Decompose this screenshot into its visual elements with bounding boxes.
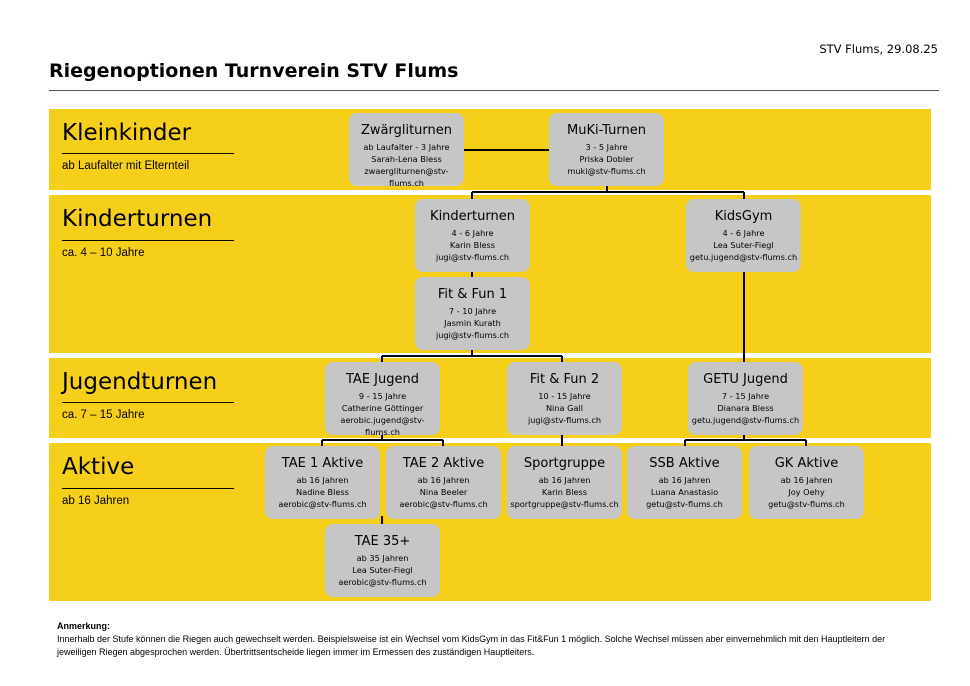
- group-leader: Sarah-Lena Bless: [371, 154, 442, 164]
- group-email: jugi@stv-flums.ch: [527, 415, 602, 425]
- group-age: 7 - 15 Jahre: [721, 391, 770, 401]
- group-email: getu.jugend@stv-flums.ch: [691, 415, 800, 425]
- group-name: Fit & Fun 2: [529, 372, 600, 387]
- level-title: Kinderturnen: [62, 206, 213, 232]
- level-age: ab Laufalter mit Elternteil: [62, 160, 190, 172]
- group-box-tae-1-aktive: TAE 1 Aktive ab 16 Jahren Nadine Bless a…: [265, 446, 380, 519]
- group-leader: Jasmin Kurath: [444, 318, 501, 328]
- level-underline: [62, 240, 234, 241]
- header-date: STV Flums, 29.08.25: [819, 42, 938, 56]
- group-age: 9 - 15 Jahre: [358, 391, 407, 401]
- group-age: 4 - 6 Jahre: [722, 228, 765, 238]
- level-age: ab 16 Jahren: [62, 495, 130, 507]
- group-box-fit-fun-2: Fit & Fun 2 10 - 15 Jahre Nina Gall jugi…: [507, 362, 622, 435]
- group-name: KidsGym: [714, 209, 773, 224]
- group-box-fit-fun-1: Fit & Fun 1 7 - 10 Jahre Jasmin Kurath j…: [415, 277, 530, 350]
- group-age: ab 16 Jahren: [538, 475, 591, 485]
- group-leader: Priska Dobler: [579, 154, 634, 164]
- group-name: Sportgruppe: [523, 456, 606, 471]
- group-email: getu.jugend@stv-flums.ch: [689, 252, 798, 262]
- group-leader: Joy Oehy: [788, 487, 825, 497]
- group-name: TAE Jugend: [346, 372, 419, 387]
- group-name: TAE 35+: [354, 534, 411, 549]
- group-leader: Catherine Göttinger: [341, 403, 424, 413]
- group-age: ab 35 Jahren: [356, 553, 409, 563]
- group-leader: Nina Beeler: [419, 487, 468, 497]
- group-age: ab 16 Jahren: [296, 475, 349, 485]
- group-email: jugi@stv-flums.ch: [435, 252, 510, 262]
- group-box-getu-jugend: GETU Jugend 7 - 15 Jahre Dianara Bless g…: [688, 362, 803, 435]
- group-name: TAE 2 Aktive: [402, 456, 485, 471]
- group-leader: Nina Gall: [545, 403, 584, 413]
- level-title: Jugendturnen: [62, 369, 218, 395]
- group-age: ab 16 Jahren: [658, 475, 711, 485]
- group-name: Fit & Fun 1: [437, 287, 508, 302]
- group-email: jugi@stv-flums.ch: [435, 330, 510, 340]
- group-name: MuKi-Turnen: [567, 123, 646, 138]
- group-leader: Dianara Bless: [717, 403, 774, 413]
- group-leader: Karin Bless: [541, 487, 588, 497]
- group-leader: Nadine Bless: [296, 487, 349, 497]
- group-name: SSB Aktive: [649, 456, 720, 471]
- group-email: zwaergliturnen@stv-flums.ch: [364, 166, 449, 188]
- level-underline: [62, 488, 234, 489]
- group-email: aerobic@stv-flums.ch: [278, 499, 367, 509]
- group-box-tae-35: TAE 35+ ab 35 Jahren Lea Suter-Fiegl aer…: [325, 524, 440, 597]
- group-leader: Karin Bless: [449, 240, 496, 250]
- group-age: ab 16 Jahren: [417, 475, 470, 485]
- group-box-kidsgym: KidsGym 4 - 6 Jahre Lea Suter-Fiegl getu…: [686, 199, 801, 272]
- level-title: Aktive: [62, 454, 135, 480]
- page-title: Riegenoptionen Turnverein STV Flums: [49, 60, 459, 82]
- group-box-ssb-aktive: SSB Aktive ab 16 Jahren Luana Anastasio …: [627, 446, 742, 519]
- group-age: 3 - 5 Jahre: [585, 142, 628, 152]
- group-box-kinderturnen: Kinderturnen 4 - 6 Jahre Karin Bless jug…: [415, 199, 530, 272]
- level-title: Kleinkinder: [62, 120, 192, 146]
- group-age: 10 - 15 Jahre: [538, 391, 591, 401]
- group-name: GETU Jugend: [703, 372, 788, 387]
- group-box-tae-2-aktive: TAE 2 Aktive ab 16 Jahren Nina Beeler ae…: [386, 446, 501, 519]
- group-name: Zwärgliturnen: [360, 123, 453, 138]
- group-box-zwaergliturnen: Zwärgliturnen ab Laufalter - 3 Jahre Sar…: [349, 113, 464, 188]
- group-email: sportgruppe@stv-flums.ch: [510, 499, 619, 509]
- group-leader: Lea Suter-Fiegl: [352, 565, 413, 575]
- note-heading: Anmerkung:: [57, 621, 111, 631]
- group-name: TAE 1 Aktive: [281, 456, 364, 471]
- note-text: Innerhalb der Stufe können die Riegen au…: [57, 634, 886, 657]
- group-email: muki@stv-flums.ch: [567, 166, 646, 176]
- group-email: getu@stv-flums.ch: [768, 499, 845, 509]
- group-box-muki-turnen: MuKi-Turnen 3 - 5 Jahre Priska Dobler mu…: [549, 113, 664, 186]
- group-name: Kinderturnen: [430, 209, 515, 224]
- level-underline: [62, 402, 234, 403]
- group-name: GK Aktive: [774, 456, 839, 471]
- group-box-gk-aktive: GK Aktive ab 16 Jahren Joy Oehy getu@stv…: [749, 446, 864, 519]
- title-divider: [49, 90, 939, 91]
- level-age: ca. 4 – 10 Jahre: [62, 247, 145, 259]
- group-leader: Lea Suter-Fiegl: [713, 240, 774, 250]
- group-leader: Luana Anastasio: [650, 487, 719, 497]
- group-box-sportgruppe: Sportgruppe ab 16 Jahren Karin Bless spo…: [507, 446, 622, 519]
- group-age: 4 - 6 Jahre: [451, 228, 494, 238]
- level-underline: [62, 153, 234, 154]
- group-age: 7 - 10 Jahre: [448, 306, 497, 316]
- group-box-tae-jugend: TAE Jugend 9 - 15 Jahre Catherine Göttin…: [325, 362, 440, 437]
- group-email: aerobic@stv-flums.ch: [399, 499, 488, 509]
- note-section: Anmerkung: Innerhalb der Stufe können di…: [57, 620, 927, 659]
- group-age: ab 16 Jahren: [780, 475, 833, 485]
- group-email: aerobic@stv-flums.ch: [338, 577, 427, 587]
- group-email: aerobic.jugend@stv-flums.ch: [340, 415, 425, 437]
- level-age: ca. 7 – 15 Jahre: [62, 409, 145, 421]
- group-email: getu@stv-flums.ch: [646, 499, 723, 509]
- group-age: ab Laufalter - 3 Jahre: [363, 142, 450, 152]
